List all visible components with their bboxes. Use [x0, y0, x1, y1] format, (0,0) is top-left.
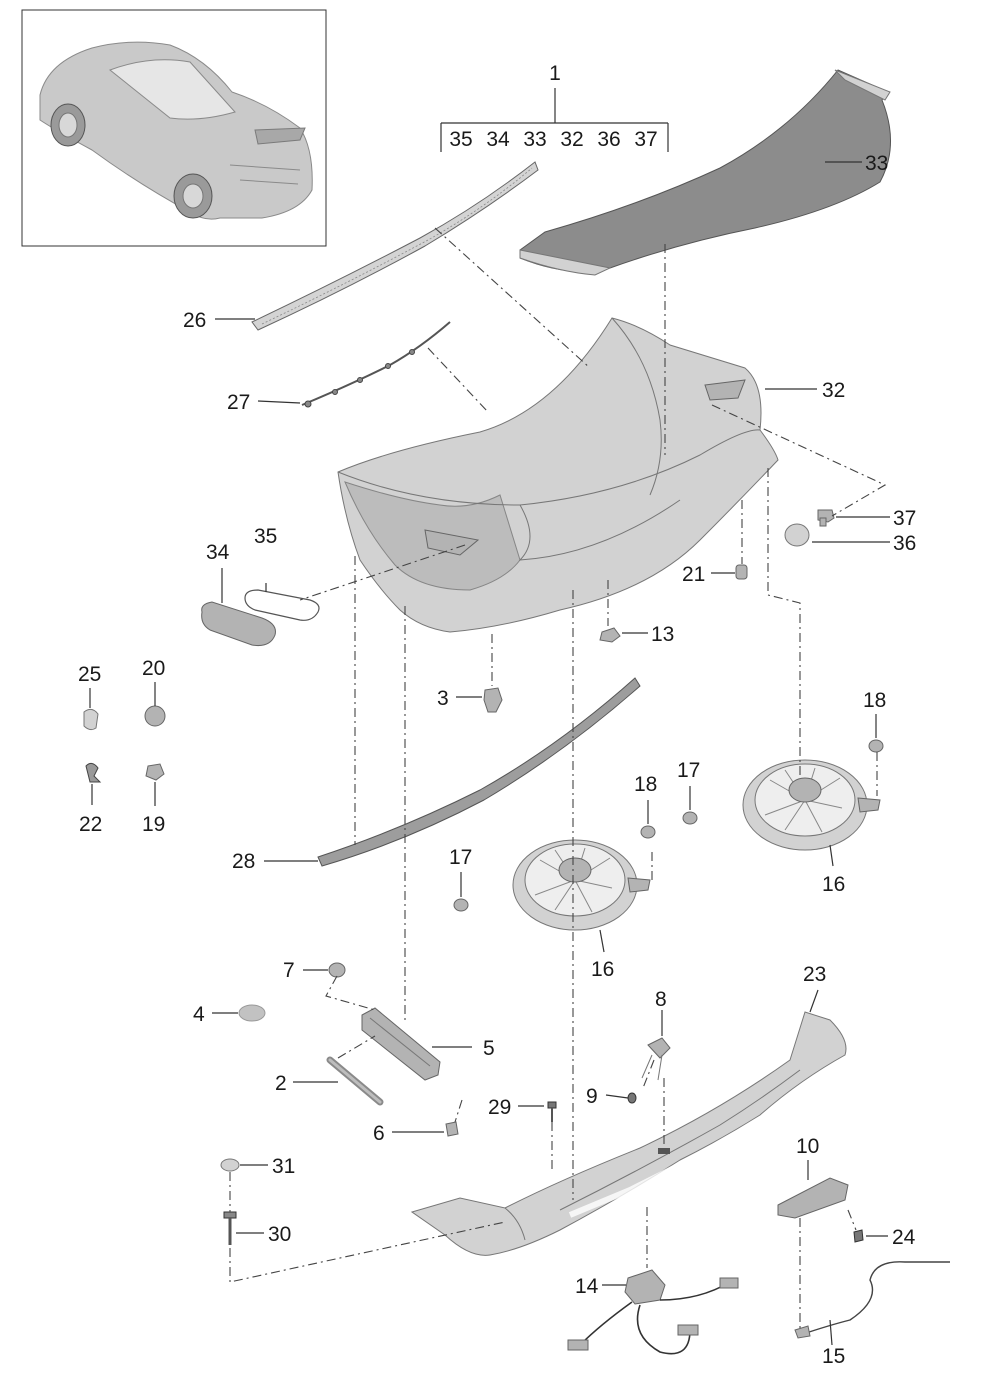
callout-30: 30 [268, 1223, 291, 1246]
callout-23: 23 [803, 963, 826, 986]
clip-22-part [85, 762, 102, 783]
callout-32: 32 [822, 379, 845, 402]
group-bracket-1 [440, 88, 669, 152]
callout-14: 14 [575, 1275, 599, 1298]
nut-7-part [328, 962, 346, 978]
callout-18-right: 18 [863, 689, 886, 712]
nut-13-part [599, 627, 621, 643]
screw-9-part [627, 1092, 637, 1104]
callout-1: 1 [549, 62, 561, 85]
nut-19-part [145, 763, 165, 781]
grommet-18a-part [640, 825, 656, 839]
gas-strut-2-part [326, 1056, 384, 1106]
bolt-30-part [223, 1211, 237, 1245]
callout-7: 7 [283, 959, 295, 982]
callout-18-left: 18 [634, 773, 657, 796]
sealing-strip-part [317, 677, 641, 867]
callout-34: 34 [206, 541, 230, 564]
grommet-17b-part [682, 811, 698, 825]
badge-part [201, 601, 276, 646]
callout-labels: 1 35 34 33 32 36 37 33 26 27 32 37 36 35… [78, 62, 916, 1368]
callout-24: 24 [892, 1226, 916, 1249]
nut-31-part [220, 1158, 240, 1172]
callout-29: 29 [488, 1096, 511, 1119]
screw-37-part [817, 509, 835, 527]
callout-19: 19 [142, 813, 165, 836]
callout-group-37: 37 [634, 128, 657, 151]
callout-2: 2 [275, 1072, 287, 1095]
callout-3: 3 [437, 687, 449, 710]
callout-36: 36 [893, 532, 916, 555]
panel-23-part [410, 1011, 847, 1256]
bracket-10-part [777, 1177, 849, 1219]
callout-5: 5 [483, 1037, 495, 1060]
callout-31: 31 [272, 1155, 295, 1178]
callout-28: 28 [232, 850, 255, 873]
fan-left-part [512, 839, 651, 931]
callout-group-33: 33 [523, 128, 546, 151]
bumper-21-part [735, 564, 748, 580]
buffer-3-part [483, 687, 503, 713]
engine-lid-part [337, 317, 779, 633]
callout-13: 13 [651, 623, 674, 646]
grommet-18b-part [868, 739, 884, 753]
cable-strip-part [301, 321, 451, 408]
callout-group-36: 36 [597, 128, 620, 151]
callout-group-34: 34 [486, 128, 510, 151]
cap-4-part [238, 1004, 266, 1022]
callout-37: 37 [893, 507, 916, 530]
callout-group-32: 32 [560, 128, 583, 151]
bolt-6-part [445, 1121, 459, 1137]
callout-26: 26 [183, 309, 206, 332]
screw-24-part [853, 1229, 864, 1243]
grille-strip-part [251, 161, 539, 331]
bracket-8-part [641, 1037, 671, 1081]
callout-15: 15 [822, 1345, 845, 1368]
callout-4: 4 [193, 1003, 205, 1026]
callout-16-right: 16 [822, 873, 845, 896]
callout-group-35: 35 [449, 128, 472, 151]
callout-16-left: 16 [591, 958, 614, 981]
callout-21: 21 [682, 563, 705, 586]
cap-36-part [784, 523, 810, 547]
callout-17-left: 17 [449, 846, 472, 869]
callout-22: 22 [79, 813, 102, 836]
hinge-5-part [361, 1007, 441, 1081]
alignment-lines [229, 227, 887, 1330]
lock-14-part [567, 1269, 739, 1355]
callout-35: 35 [254, 525, 277, 548]
vehicle-inset [21, 9, 327, 247]
leader-lines [89, 161, 890, 1346]
callout-10: 10 [796, 1135, 819, 1158]
rear-spoiler-part [519, 69, 891, 276]
callout-17-right: 17 [677, 759, 700, 782]
callout-20: 20 [142, 657, 165, 680]
cable-15-part [794, 1261, 950, 1339]
car-thumbnail-image [39, 41, 313, 220]
callout-8: 8 [655, 988, 667, 1011]
badge-seal-part [244, 589, 320, 621]
cap-20-part [144, 705, 166, 727]
callout-27: 27 [227, 391, 250, 414]
cap-25-part [83, 708, 99, 731]
screw-29-part [547, 1101, 557, 1122]
callout-9: 9 [586, 1085, 598, 1108]
fan-right-part [742, 759, 881, 851]
callout-25: 25 [78, 663, 101, 686]
callout-33: 33 [865, 152, 888, 175]
grommet-17a-part [453, 898, 469, 912]
callout-6: 6 [373, 1122, 385, 1145]
